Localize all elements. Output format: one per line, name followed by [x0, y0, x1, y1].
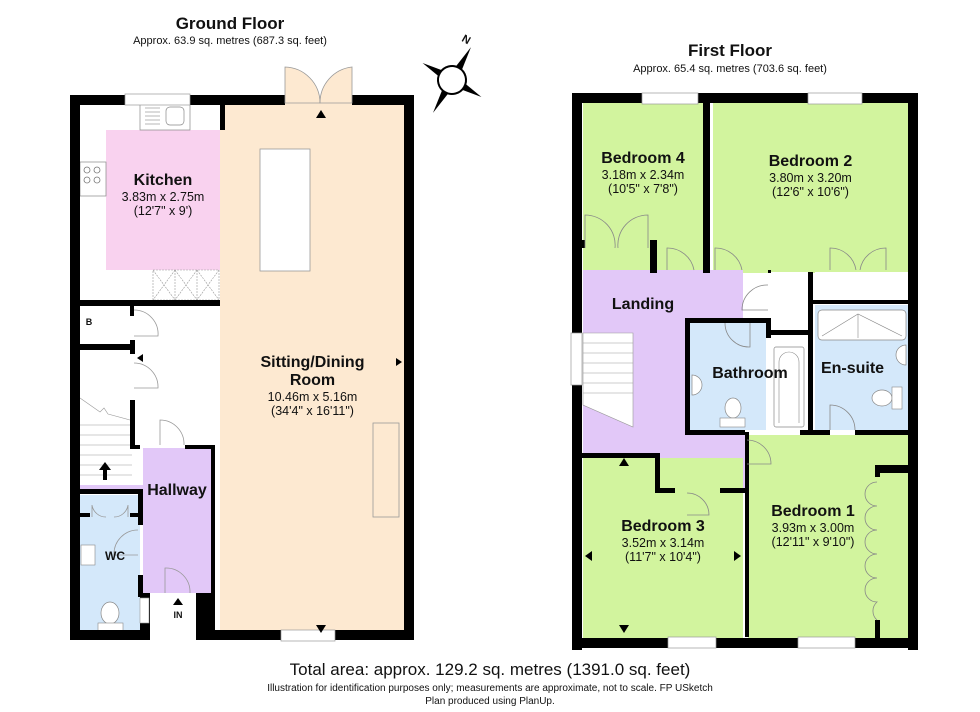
compass-icon	[422, 47, 482, 113]
bathroom-toilet-icon	[724, 397, 742, 419]
hob-rings-icon	[83, 166, 101, 184]
first-arrow-markers	[585, 458, 741, 633]
ground-floor-area: Approx. 63.9 sq. metres (687.3 sq. feet)	[133, 35, 327, 47]
ensuite-toilet-icon	[871, 389, 893, 407]
room-bedroom4: Bedroom 4 3.18m x 2.34m (10'5" x 7'8")	[583, 150, 703, 196]
cupboard-fill	[770, 272, 808, 330]
kitchen-dim-m: 3.83m x 2.75m	[121, 189, 205, 204]
bedroom3-window	[667, 636, 717, 649]
bedroom4-fill	[583, 103, 703, 273]
sitting-dining-room-fill	[220, 100, 405, 635]
first-floor-plan	[570, 92, 918, 650]
kitchen-island	[259, 148, 311, 272]
hallway-strip-fill	[80, 485, 143, 491]
bedroom1-dim-m: 3.93m x 3.00m	[771, 520, 855, 535]
bedroom1-dim-ft: (12'11" x 9'10")	[771, 534, 855, 549]
bedroom2-dim-m: 3.80m x 3.20m	[769, 170, 852, 185]
disclaimer-line2: Plan produced using PlanUp.	[425, 695, 555, 707]
sitting-name-line1: Sitting/Dining	[260, 354, 365, 371]
room-ensuite: En-suite	[815, 360, 890, 378]
sitting-name-line2: Room	[289, 371, 336, 389]
bath-tub-icon	[773, 346, 805, 428]
kitchen-fill	[106, 130, 220, 270]
bedroom4-dim-ft: (10'5" x 7'8")	[608, 181, 678, 196]
shower-tray	[817, 309, 907, 341]
first-walls	[572, 93, 918, 650]
first-doors	[584, 214, 887, 621]
bedroom2-window	[807, 92, 863, 105]
bathroom-name: Bathroom	[712, 365, 788, 382]
wc-basin	[80, 544, 96, 566]
bedroom4-dim-m: 3.18m x 2.34m	[601, 167, 685, 182]
hallway-name: Hallway	[147, 482, 207, 499]
total-area: Total area: approx. 129.2 sq. metres (13…	[289, 660, 691, 679]
room-bedroom2: Bedroom 2 3.80m x 3.20m (12'6" x 10'6")	[713, 153, 908, 199]
entrance-label: IN	[173, 610, 183, 620]
kitchen-appliances	[152, 269, 220, 301]
french-doors	[284, 66, 353, 104]
room-kitchen: Kitchen 3.83m x 2.75m (12'7" x 9')	[106, 172, 220, 218]
first-floor-title: First Floor	[687, 41, 773, 60]
landing-window	[570, 332, 583, 386]
bedroom3-name: Bedroom 3	[621, 518, 705, 535]
wc-toilet-icon	[100, 601, 120, 625]
ground-arrow-markers	[137, 110, 402, 633]
first-stairs	[582, 332, 634, 428]
room-hallway: Hallway	[143, 482, 211, 500]
stairs-up-arrow-icon	[99, 462, 111, 480]
boiler-cupboard-fill	[80, 305, 132, 343]
kitchen-dim-ft: (12'7" x 9')	[133, 203, 193, 218]
landing-name: Landing	[611, 296, 675, 313]
room-wc: WC	[105, 549, 125, 563]
ensuite-name: En-suite	[820, 360, 885, 377]
boiler-label: B	[85, 317, 93, 327]
kitchen-name: Kitchen	[133, 172, 193, 189]
sink-bowl-icon	[165, 106, 185, 126]
wardrobe-fill	[815, 272, 908, 300]
sitting-dim-m: 10.46m x 5.16m	[267, 389, 358, 404]
bedroom2-dim-ft: (12'6" x 10'6")	[772, 184, 849, 199]
bedroom4-name: Bedroom 4	[601, 150, 685, 167]
room-bedroom1: Bedroom 1 3.93m x 3.00m (12'11" x 9'10")	[748, 503, 878, 549]
disclaimer-line1: Illustration for identification purposes…	[267, 683, 713, 694]
wc-window	[139, 597, 150, 624]
ground-doors	[91, 309, 191, 594]
room-bedroom3: Bedroom 3 3.52m x 3.14m (11'7" x 10'4")	[583, 518, 743, 564]
bedroom2-name: Bedroom 2	[768, 153, 853, 170]
ground-floor-title: Ground Floor	[175, 14, 285, 33]
sitting-window	[280, 629, 336, 642]
bedroom4-window	[641, 92, 699, 105]
bedroom1-window	[797, 636, 856, 649]
room-landing: Landing	[598, 296, 688, 314]
first-floor-area: Approx. 65.4 sq. metres (703.6 sq. feet)	[633, 63, 827, 75]
bathroom-basin-icon	[691, 374, 703, 396]
disclaimer: Illustration for identification purposes…	[0, 683, 980, 708]
kitchen-window	[124, 93, 191, 106]
ground-floor-plan	[70, 66, 414, 642]
sitting-dim-ft: (34'4" x 16'11")	[271, 403, 354, 418]
ensuite-basin-icon	[895, 344, 907, 366]
hallway-fill	[143, 448, 211, 593]
bedroom2-fill	[713, 103, 908, 273]
room-bathroom: Bathroom	[700, 365, 800, 383]
sideboard-unit	[372, 422, 400, 518]
bedroom1-name: Bedroom 1	[771, 503, 855, 520]
bedroom3-dim-ft: (11'7" x 10'4")	[625, 549, 701, 564]
bedroom3-dim-m: 3.52m x 3.14m	[621, 535, 705, 550]
room-sitting-dining: Sitting/Dining Room 10.46m x 5.16m (34'4…	[225, 354, 400, 418]
